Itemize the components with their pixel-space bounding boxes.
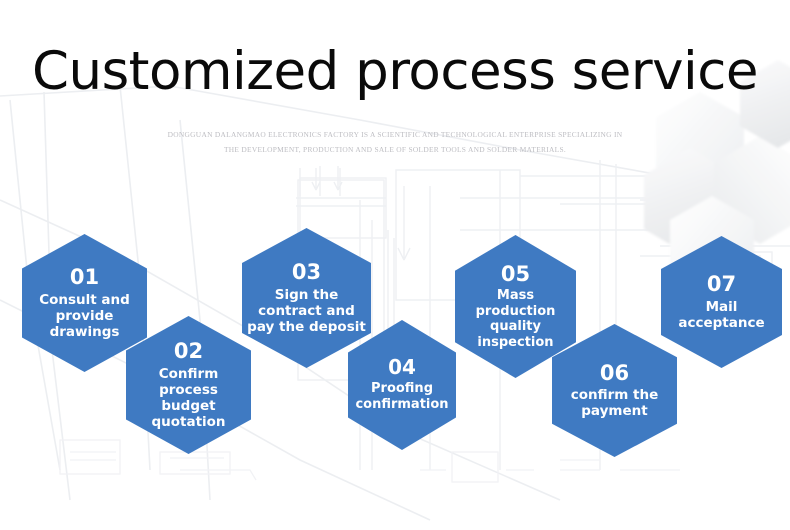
process-step-03[interactable]: 03 Sign the contract and pay the deposit	[242, 228, 371, 368]
process-step-02-number: 02	[173, 339, 204, 364]
process-step-05-label: Mass production quality inspection	[475, 288, 556, 350]
process-step-01-content: 01 Consult and provide drawings	[22, 266, 147, 339]
process-step-04-content: 04 Proofing confirmation	[348, 357, 456, 413]
process-step-04[interactable]: 04 Proofing confirmation	[348, 320, 456, 450]
process-step-07-number: 07	[706, 272, 737, 297]
process-step-05-content: 05 Mass production quality inspection	[455, 263, 576, 350]
process-step-04-number: 04	[388, 355, 416, 379]
process-step-06-content: 06 confirm the payment	[552, 362, 677, 419]
process-step-03-content: 03 Sign the contract and pay the deposit	[242, 261, 371, 334]
process-step-07-content: 07 Mail acceptance	[661, 273, 782, 330]
process-step-01-number: 01	[69, 265, 100, 290]
process-step-07[interactable]: 07 Mail acceptance	[661, 236, 782, 368]
process-step-04-label: Proofing confirmation	[355, 381, 449, 412]
process-step-01-label: Consult and provide drawings	[39, 291, 130, 340]
process-step-06-label: confirm the payment	[570, 387, 659, 420]
subtitle-line-2: THE DEVELOPMENT, PRODUCTION AND SALE OF …	[223, 145, 567, 154]
company-description: DONGGUAN DALANGMAO ELECTRONICS FACTORY I…	[0, 127, 790, 157]
subtitle-line-1: DONGGUAN DALANGMAO ELECTRONICS FACTORY I…	[167, 130, 623, 139]
process-step-03-label: Sign the contract and pay the deposit	[247, 286, 366, 335]
process-step-07-label: Mail acceptance	[678, 298, 765, 331]
process-step-05-number: 05	[500, 261, 531, 286]
header: Customized process service	[0, 44, 790, 100]
page-title: Customized process service	[31, 41, 759, 102]
process-step-06-number: 06	[599, 360, 630, 385]
process-step-03-number: 03	[291, 260, 322, 285]
process-step-02-label: Confirm process budget quotation	[151, 365, 226, 430]
process-step-02-content: 02 Confirm process budget quotation	[126, 340, 251, 429]
